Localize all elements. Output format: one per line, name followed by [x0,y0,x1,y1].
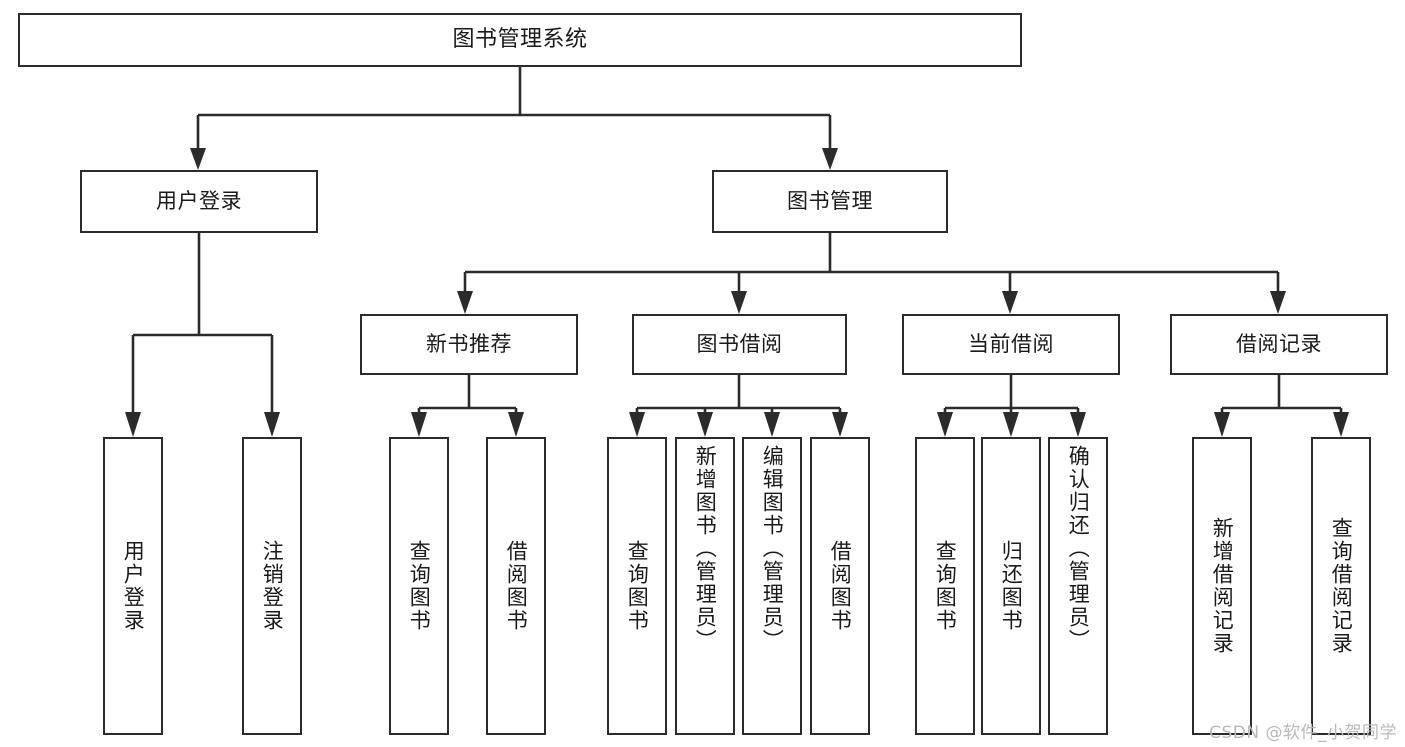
node-book-management[interactable]: 图书管理 [712,170,948,233]
watermark: CSDN @软件_小贺同学 [1209,723,1397,743]
arrowhead-leaf-user-login-1 [264,412,280,437]
arrowhead-leaf-user-login-0 [125,412,141,437]
arrowhead-leaf-borrow-record-0 [1214,412,1230,437]
node-new-book-recommend[interactable]: 新书推荐 [360,314,578,375]
leaf-current-borrow-0-label: 查询图书 [933,540,958,632]
leaf-book-borrow-1-label: 新增图书（管理员） [693,445,718,652]
leaf-borrow-record-0[interactable]: 新增借阅记录 [1192,437,1252,735]
node-root-label: 图书管理系统 [452,26,588,52]
leaf-book-borrow-0[interactable]: 查询图书 [607,437,667,735]
arrowhead-borrow-record [1270,291,1286,314]
arrowhead-leaf-borrow-record-1 [1333,412,1349,437]
arrowhead-leaf-book-borrow-1 [697,412,713,437]
node-new-book-recommend-label: 新书推荐 [426,331,512,356]
leaf-book-borrow-3-label: 借阅图书 [828,540,853,632]
arrowhead-leaf-new-book-1 [508,412,524,437]
leaf-book-borrow-3[interactable]: 借阅图书 [810,437,870,735]
leaf-borrow-record-1[interactable]: 查询借阅记录 [1311,437,1371,735]
arrowhead-leaf-current-borrow-1 [1003,412,1019,437]
leaf-borrow-record-1-label: 查询借阅记录 [1329,517,1354,655]
node-book-borrow[interactable]: 图书借阅 [632,314,847,375]
node-current-borrow[interactable]: 当前借阅 [902,314,1120,375]
leaf-new-book-1[interactable]: 借阅图书 [486,437,546,735]
leaf-current-borrow-2[interactable]: 确认归还（管理员） [1048,437,1108,735]
leaf-current-borrow-1-label: 归还图书 [999,540,1024,632]
leaf-user-login-0[interactable]: 用户登录 [103,437,163,735]
arrowhead-leaf-book-borrow-2 [764,412,780,437]
leaf-book-borrow-2-label: 编辑图书（管理员） [760,445,785,652]
arrowhead-leaf-book-borrow-3 [832,412,848,437]
arrowhead-leaf-current-borrow-0 [937,412,953,437]
leaf-user-login-0-label: 用户登录 [121,540,146,632]
arrowhead-current-borrow [1002,291,1018,314]
node-borrow-record-label: 借阅记录 [1236,331,1322,356]
leaf-current-borrow-2-label: 确认归还（管理员） [1066,445,1091,652]
arrowhead-book-mgmt [822,148,838,170]
leaf-book-borrow-2[interactable]: 编辑图书（管理员） [742,437,802,735]
leaf-borrow-record-0-label: 新增借阅记录 [1210,517,1235,655]
node-root[interactable]: 图书管理系统 [18,13,1022,67]
node-user-login[interactable]: 用户登录 [80,170,318,233]
node-borrow-record[interactable]: 借阅记录 [1170,314,1388,375]
leaf-current-borrow-1[interactable]: 归还图书 [981,437,1041,735]
leaf-new-book-1-label: 借阅图书 [504,540,529,632]
node-book-borrow-label: 图书借阅 [696,331,783,356]
node-user-login-label: 用户登录 [156,188,242,213]
node-current-borrow-label: 当前借阅 [968,331,1054,356]
leaf-user-login-1[interactable]: 注销登录 [242,437,302,735]
node-book-management-label: 图书管理 [787,188,873,213]
arrowhead-leaf-book-borrow-0 [629,412,645,437]
leaf-new-book-0[interactable]: 查询图书 [389,437,449,735]
arrowhead-user-login [190,148,206,170]
leaf-book-borrow-1[interactable]: 新增图书（管理员） [675,437,735,735]
leaf-current-borrow-0[interactable]: 查询图书 [915,437,975,735]
leaf-new-book-0-label: 查询图书 [407,540,432,632]
arrowhead-new-book [457,291,473,314]
arrowhead-leaf-current-borrow-2 [1070,412,1086,437]
arrowhead-leaf-new-book-0 [411,412,427,437]
leaf-user-login-1-label: 注销登录 [260,540,285,632]
leaf-book-borrow-0-label: 查询图书 [625,540,650,632]
arrowhead-book-borrow [731,291,747,314]
